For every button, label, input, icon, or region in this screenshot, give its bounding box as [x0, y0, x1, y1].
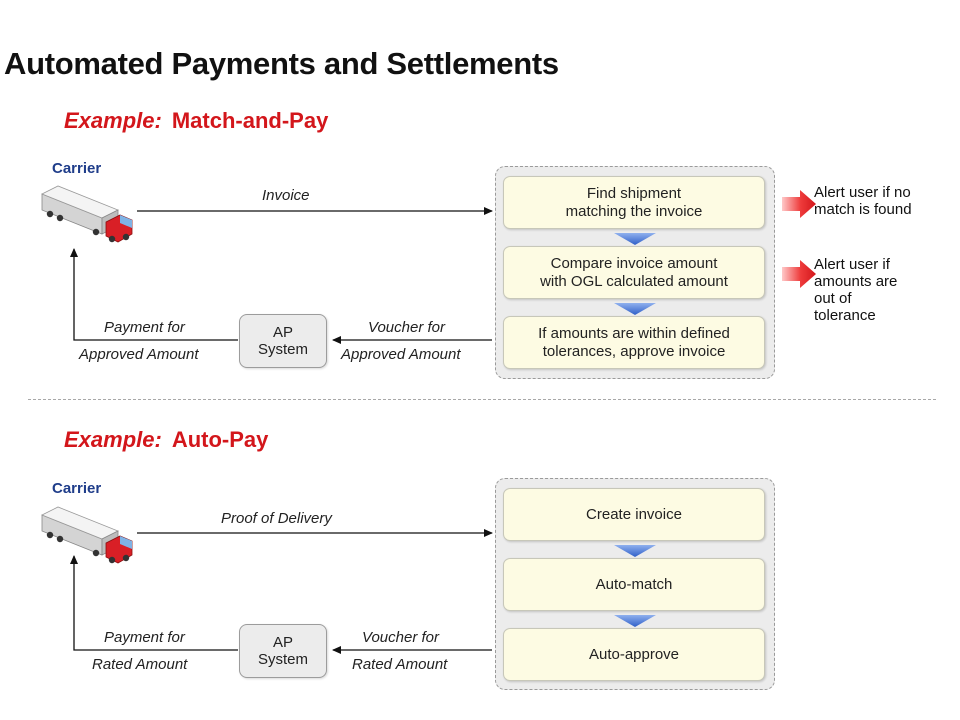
example-heading-auto-pay: Example: Auto-Pay	[64, 427, 268, 453]
payment-label-line2: Approved Amount	[79, 346, 199, 363]
step-auto-match: Auto-match	[503, 558, 765, 611]
carrier-label: Carrier	[52, 480, 102, 497]
voucher-label-line1: Voucher for	[362, 629, 439, 646]
payment-label-line2: Rated Amount	[92, 656, 188, 673]
example-label: Example:	[64, 427, 162, 452]
example-name: Match-and-Pay	[171, 108, 329, 133]
example-label: Example:	[64, 108, 162, 133]
chevron-down-icon	[614, 303, 656, 315]
section-divider	[28, 399, 936, 400]
payment-label-line1: Payment for	[104, 319, 185, 336]
chevron-down-icon	[614, 233, 656, 245]
voucher-label-line2: Rated Amount	[352, 656, 448, 673]
voucher-label-line2: Approved Amount	[341, 346, 461, 363]
alert-arrow-icon	[782, 190, 816, 218]
page-title: Automated Payments and Settlements	[4, 46, 559, 81]
chevron-down-icon	[614, 615, 656, 627]
chevron-down-icon	[614, 545, 656, 557]
truck-icon	[41, 185, 133, 243]
truck-icon	[41, 506, 133, 564]
alert-no-match: Alert user if no match is found	[814, 184, 912, 218]
proof-of-delivery-label: Proof of Delivery	[221, 510, 332, 527]
carrier-label: Carrier	[52, 160, 102, 177]
ap-system-box: AP System	[239, 624, 327, 678]
example-heading-match-and-pay: Example: Match-and-Pay	[64, 108, 328, 134]
invoice-label: Invoice	[262, 187, 310, 204]
step-create-invoice: Create invoice	[503, 488, 765, 541]
example-name: Auto-Pay	[171, 427, 269, 452]
step-compare-amount: Compare invoice amount with OGL calculat…	[503, 246, 765, 299]
voucher-label-line1: Voucher for	[368, 319, 445, 336]
step-find-shipment: Find shipment matching the invoice	[503, 176, 765, 229]
alert-arrow-icon	[782, 260, 816, 288]
payment-label-line1: Payment for	[104, 629, 185, 646]
step-approve-invoice: If amounts are within defined tolerances…	[503, 316, 765, 369]
step-auto-approve: Auto-approve	[503, 628, 765, 681]
alert-out-of-tolerance: Alert user if amounts are out of toleran…	[814, 256, 898, 324]
ap-system-box: AP System	[239, 314, 327, 368]
